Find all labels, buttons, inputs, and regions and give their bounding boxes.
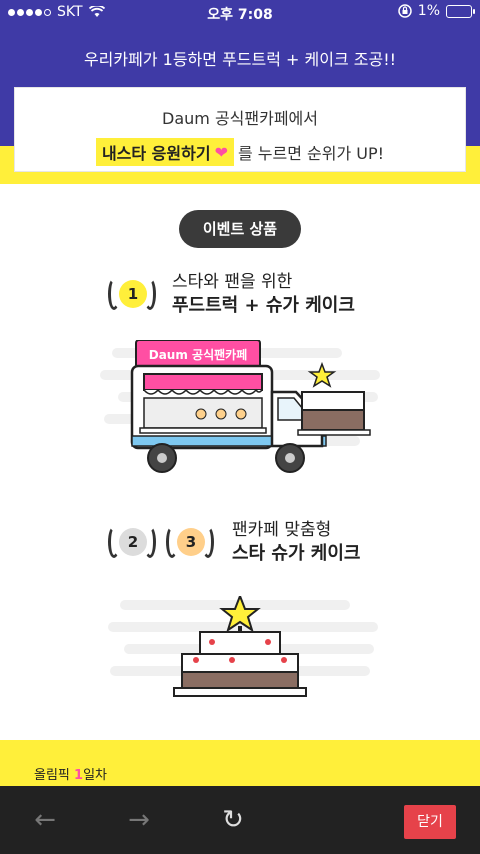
- status-right: 1%: [398, 3, 475, 19]
- prize-1-description: 스타와 팬을 위한 푸드트럭 + 슈가 케이크: [172, 270, 355, 318]
- notice-line-2-suffix: 를 누르면 순위가 UP!: [237, 144, 385, 163]
- status-bar: SKT 오후 7:08 1%: [0, 0, 480, 26]
- rank-2-medal-icon: 2: [106, 522, 158, 562]
- prize-1-line1: 스타와 팬을 위한: [172, 272, 293, 292]
- support-star-label: 내스타 응원하기: [101, 144, 211, 163]
- event-title-pill: 이벤트 상품: [179, 210, 301, 248]
- prize-23-description: 팬카페 맞춤형 스타 슈가 케이크: [232, 518, 360, 566]
- browser-toolbar: ← → ↻ 닫기: [0, 786, 480, 854]
- prize-23-line2: 스타 슈가 케이크: [232, 543, 361, 564]
- forward-arrow-icon[interactable]: →: [128, 805, 150, 835]
- close-button[interactable]: 닫기: [404, 805, 456, 839]
- prize-1-line2: 푸드트럭 + 슈가 케이크: [172, 295, 355, 316]
- star-cake-icon: [173, 596, 307, 697]
- heart-icon: ❤: [214, 142, 228, 162]
- rank-1-number: 1: [119, 280, 147, 308]
- support-star-button[interactable]: 내스타 응원하기 ❤: [95, 138, 234, 166]
- olympic-day-label: 올림픽 1일차: [34, 764, 107, 783]
- olympic-prefix: 올림픽: [34, 768, 75, 783]
- rotation-lock-icon: [398, 4, 412, 18]
- promo-text: 우리카페가 1등하면 푸드트럭 + 케이크 조공!!: [83, 50, 397, 69]
- olympic-day-number: 1: [74, 768, 84, 783]
- olympic-suffix: 일차: [83, 768, 107, 783]
- notice-box: Daum 공식팬카페에서 내스타 응원하기 ❤ 를 누르면 순위가 UP!: [14, 87, 466, 172]
- back-arrow-icon[interactable]: ←: [34, 805, 56, 835]
- reload-icon[interactable]: ↻: [222, 805, 244, 835]
- wifi-icon: [88, 6, 105, 17]
- notice-line-2: 내스타 응원하기 ❤ 를 누르면 순위가 UP!: [15, 138, 465, 166]
- rank-3-number: 3: [177, 528, 205, 556]
- status-time: 오후 7:08: [207, 7, 273, 23]
- rank-1-medal-icon: 1: [106, 274, 158, 314]
- rank-2-number: 2: [119, 528, 147, 556]
- prize-23-line1: 팬카페 맞춤형: [232, 520, 332, 540]
- rank-3-medal-icon: 3: [164, 522, 216, 562]
- battery-percent: 1%: [417, 3, 440, 19]
- signal-group: SKT: [8, 4, 105, 20]
- carrier-label: SKT: [57, 4, 83, 20]
- battery-icon: [446, 4, 475, 18]
- notice-line-1: Daum 공식팬카페에서: [162, 109, 318, 128]
- food-truck-icon: Daum 공식팬카페: [130, 340, 371, 473]
- truck-sign-text: Daum 공식팬카페: [149, 347, 247, 362]
- olympic-banner: [0, 740, 480, 786]
- signal-strength-icon: [8, 8, 51, 16]
